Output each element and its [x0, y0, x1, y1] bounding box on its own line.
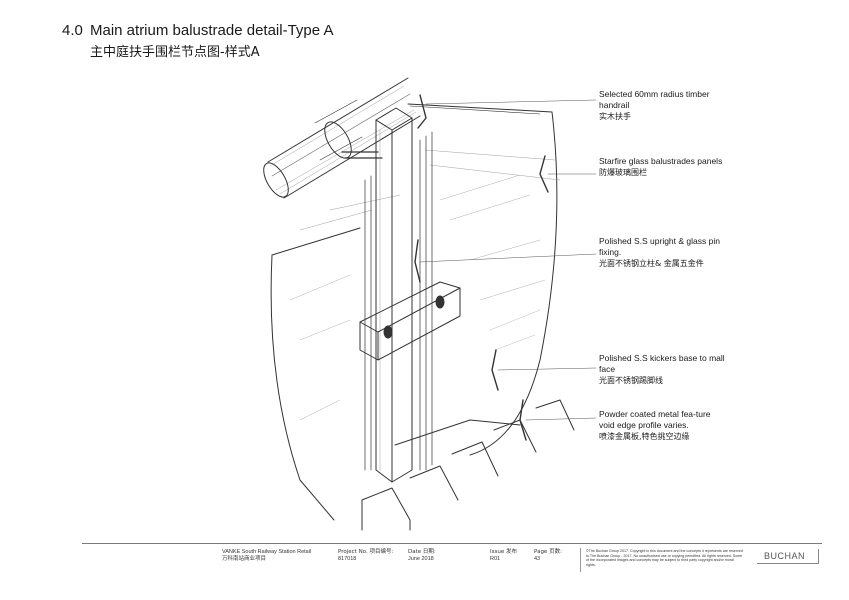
footer-project-no: Project No. 项目编号: 817018 — [338, 549, 408, 563]
footer-separator — [580, 548, 581, 572]
callout-upright: Polished S.S upright & glass pin fixing.… — [599, 236, 739, 269]
callout-profile: Powder coated metal fea-ture void edge p… — [599, 409, 727, 442]
leader-lines — [419, 99, 597, 421]
callout-glass-en: Starfire glass balustrades panels — [599, 156, 723, 166]
date-value: June 2018 — [408, 556, 434, 562]
callout-kicker: Polished S.S kickers base to mall face 光… — [599, 353, 739, 386]
callout-glass: Starfire glass balustrades panels 防爆玻璃围栏 — [599, 156, 739, 178]
callout-upright-cn: 光面不锈钢立柱& 金属五金件 — [599, 259, 704, 268]
project-no-label: Project No. 项目编号: — [338, 549, 394, 555]
callout-handrail: Selected 60mm radius timber handrail 实木扶… — [599, 89, 739, 122]
footer-issue: Issue 发布 R01 — [490, 549, 530, 563]
callout-handrail-cn: 实木扶手 — [599, 112, 631, 121]
callout-kicker-en: Polished S.S kickers base to mall face — [599, 353, 725, 374]
page-value: 43 — [534, 556, 541, 562]
logo-bar — [818, 549, 819, 563]
callout-handrail-en: Selected 60mm radius timber handrail — [599, 89, 710, 110]
callout-leaders — [414, 94, 549, 441]
footer-rule — [82, 543, 822, 544]
issue-value: R01 — [490, 556, 501, 562]
timber-handrail — [263, 77, 421, 199]
project-no-value: 817018 — [338, 556, 357, 562]
footer-project-name: VANKE South Railway Station Retail 万科南站商… — [222, 549, 332, 563]
date-label: Date 日期: — [408, 549, 436, 555]
callout-upright-en: Polished S.S upright & glass pin fixing. — [599, 236, 720, 257]
issue-label: Issue 发布 — [490, 549, 517, 555]
project-name-cn: 万科南站商业项目 — [222, 556, 267, 562]
glass-pin-plate — [359, 281, 461, 361]
footer-copyright: ©The Buchan Group 2017. Copyright in thi… — [586, 549, 743, 567]
page-title: Main atrium balustrade detail-Type A — [90, 22, 334, 39]
glass-panels — [270, 103, 561, 521]
callout-profile-en: Powder coated metal fea-ture void edge p… — [599, 409, 711, 430]
page-label: Page 页数: — [534, 549, 562, 555]
logo-underline — [757, 563, 819, 564]
buchan-logo: BUCHAN — [764, 551, 806, 561]
project-name: VANKE South Railway Station Retail — [222, 549, 312, 555]
page-subtitle: 主中庭扶手围栏节点图-样式A — [90, 45, 260, 60]
footer-page: Page 页数: 43 — [534, 549, 574, 563]
footer-date: Date 日期: June 2018 — [408, 549, 468, 563]
callout-profile-cn: 喷漆金属板,特色挑空边缘 — [599, 432, 690, 441]
section-number: 4.0 — [62, 22, 83, 39]
ss-upright — [375, 107, 413, 483]
callout-kicker-cn: 光面不锈钢踢脚线 — [599, 376, 663, 385]
callout-glass-cn: 防爆玻璃围栏 — [599, 168, 647, 177]
